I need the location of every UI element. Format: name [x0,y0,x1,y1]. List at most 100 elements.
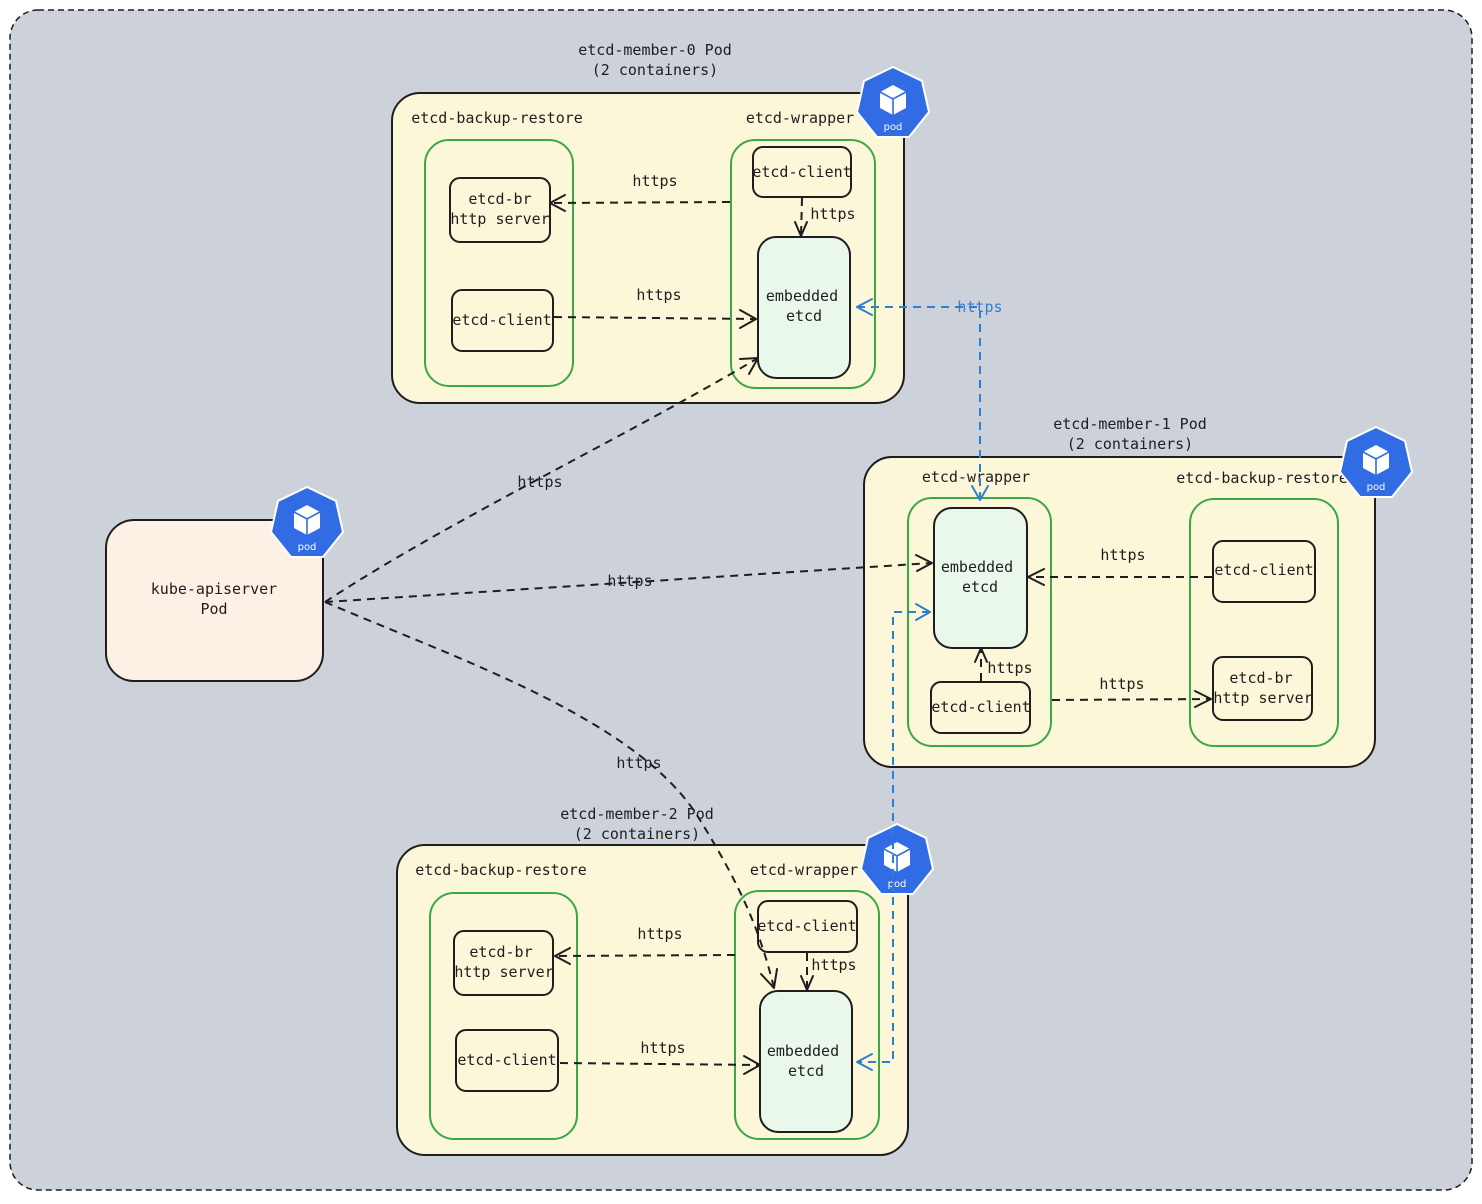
kubernetes-pod-icon: pod [856,66,930,138]
edge-m1-wrapper-client-to-br-server [1051,698,1212,701]
member-1-title: etcd-member-1 Pod [1053,415,1207,433]
edge-label: https [987,659,1032,677]
member-0-wrapper-container [730,139,876,389]
arrow-head [974,647,988,663]
arrow-head [549,194,566,212]
member-1-backup-container-label: etcd-backup-restore [1176,469,1348,487]
member-2-wrapper-container-label: etcd-wrapper [750,861,858,879]
pod-badge-label: pod [888,879,907,890]
edge-apiserver-to-m0-etcd [324,357,759,603]
peer-link-m1-m2 [857,611,930,1063]
member-2-br-etcd-client [455,1029,559,1092]
edges [324,194,1212,1075]
arrow-head [971,485,989,501]
member-0-wrapper-container-label: etcd-wrapper [746,109,854,127]
member-0-br-etcd-client [451,289,554,352]
etcd-member-2-pod: etcd-member-2 Pod (2 containers) etcd-ba… [396,805,934,1156]
member-1-br-server-line1: etcd-br [1229,669,1292,687]
edge-label: https [616,754,661,772]
member-1-backup-container [1189,498,1339,747]
member-1-br-server-line2: http server [1213,689,1312,707]
member-1-wrapper-container-label: etcd-wrapper [922,468,1030,486]
member-2-embedded-etcd [759,990,853,1133]
pod-badge-label: pod [1367,482,1386,493]
member-0-title: etcd-member-0 Pod [578,41,732,59]
member-1-br-http-server [1212,656,1313,721]
kube-apiserver-line2: Pod [200,600,227,618]
member-2-etcd-line1: embedded [767,1042,839,1060]
kube-apiserver-line1: kube-apiserver [151,580,277,598]
member-0-br-http-server [449,177,551,243]
member-2-backup-container [429,892,578,1140]
edge-label: https [632,172,677,190]
member-0-embedded-etcd [757,236,851,379]
edge-apiserver-to-m1-etcd [324,562,933,603]
edge-label: https [1099,675,1144,693]
arrow-head [794,221,808,237]
member-1-wrapper-client-label: etcd-client [931,698,1030,716]
outer-frame [9,9,1473,1191]
edge-m0-wrapper-client-to-etcd [800,197,803,237]
member-2-wrapper-etcd-client [757,900,858,953]
arrow-head [554,947,571,965]
member-1-subtitle: (2 containers) [1067,435,1193,453]
member-2-br-client-label: etcd-client [457,1051,556,1069]
edge-label: https [810,205,855,223]
peer-links [856,298,989,1071]
pod-badge-label: pod [884,122,903,133]
edge-m0-br-client-to-etcd [553,316,757,320]
member-2-etcd-line2: etcd [788,1062,824,1080]
member-2-br-http-server [453,930,554,996]
member-2-br-server-line2: http server [454,963,553,981]
kubernetes-pod-icon: pod [270,486,344,558]
edge-apiserver-to-m2-etcd [324,601,775,989]
edge-label-peer: https [957,298,1002,316]
arrow-head [739,309,757,329]
arrow-head [800,975,814,991]
edge-label: https [636,286,681,304]
edge-m2-wrapper-client-to-br-server [554,954,736,957]
edge-label: https [517,473,562,491]
member-0-br-server-line1: etcd-br [468,190,531,208]
member-2-wrapper-container [734,890,880,1140]
member-0-subtitle: (2 containers) [592,61,718,79]
edge-label: https [811,956,856,974]
member-0-br-server-line2: http server [450,210,549,228]
member-2-wrapper-client-label: etcd-client [757,917,856,935]
member-0-backup-container-label: etcd-backup-restore [411,109,583,127]
member-0-etcd-line1: embedded [766,287,838,305]
arrow-head [1027,568,1045,586]
member-0-backup-container [424,139,574,387]
member-1-wrapper-etcd-client [930,681,1031,734]
arrow-head [739,357,759,375]
member-0-br-client-label: etcd-client [452,311,551,329]
arrow-head [856,1053,873,1071]
edge-m0-wrapper-client-to-br-server [549,201,731,204]
etcd-member-1-pod: etcd-member-1 Pod (2 containers) etcd-wr… [863,415,1413,768]
member-2-subtitle: (2 containers) [574,825,700,843]
member-2-br-server-line1: etcd-br [469,943,532,961]
arrow-head [760,968,778,989]
edge-labels: https https https https https https http… [517,172,1145,1057]
member-0-wrapper-etcd-client [752,146,852,198]
edge-label: https [640,1039,685,1057]
member-1-etcd-line1: embedded [941,558,1013,576]
arrow-head [856,298,873,316]
edge-m2-br-client-to-etcd [559,1062,761,1066]
member-2-backup-container-label: etcd-backup-restore [415,861,587,879]
arrow-head [743,1055,761,1075]
arrow-head [1194,690,1212,708]
arrow-head [915,603,931,621]
kubernetes-pod-icon: pod [1339,426,1413,498]
etcd-member-0-pod: etcd-member-0 Pod (2 containers) etcd-ba… [391,41,930,404]
kube-apiserver-box [105,519,324,682]
member-0-etcd-line2: etcd [786,307,822,325]
member-2-title: etcd-member-2 Pod [560,805,714,823]
member-0-wrapper-client-label: etcd-client [752,163,851,181]
edge-label: https [607,572,652,590]
pod-badge-label: pod [298,542,317,553]
kube-apiserver-pod: kube-apiserver Pod pod [105,486,344,682]
member-1-br-etcd-client [1212,540,1316,603]
